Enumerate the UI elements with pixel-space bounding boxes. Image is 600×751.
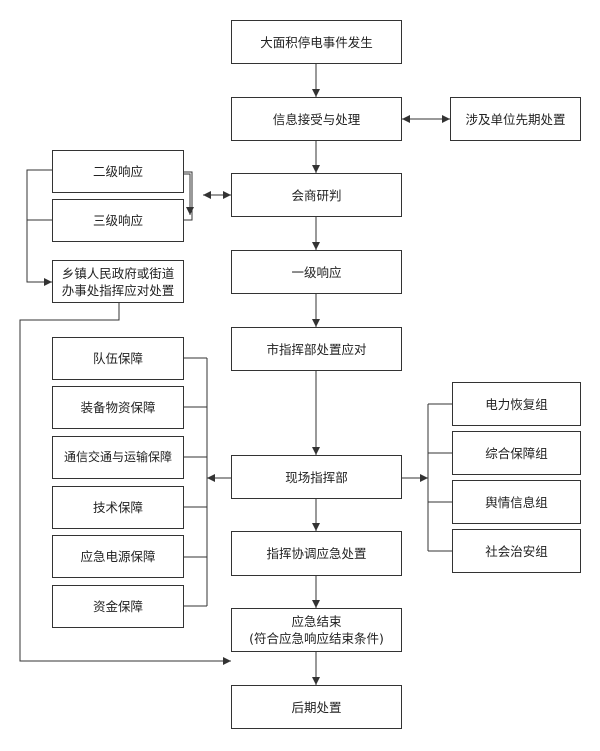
node-level1: 一级响应	[231, 250, 402, 294]
arrow-township-to-end	[19, 303, 231, 665]
node-level3: 三级响应	[52, 199, 184, 242]
work-group-label: 社会治安组	[485, 543, 548, 559]
node-township: 乡镇人民政府或街道 办事处指挥应对处置	[52, 260, 184, 303]
work-group-label: 舆情信息组	[485, 494, 548, 510]
support-group-item: 装备物资保障	[52, 386, 184, 429]
node-event-label: 大面积停电事件发生	[260, 34, 373, 50]
node-end-title: 应急结束	[291, 614, 342, 629]
node-end-condition: (符合应急响应结束条件)	[249, 631, 384, 646]
node-consult-label: 会商研判	[291, 187, 342, 203]
support-group-item: 应急电源保障	[52, 535, 184, 578]
work-group-item: 社会治安组	[452, 529, 581, 573]
node-coordinate-label: 指挥协调应急处置	[266, 546, 367, 561]
support-group-label: 应急电源保障	[80, 549, 156, 564]
connector-level2-to-township	[26, 169, 52, 286]
node-onsite-command-label: 现场指挥部	[285, 469, 348, 485]
work-group-item: 电力恢复组	[452, 382, 581, 426]
node-first-response: 涉及单位先期处置	[450, 97, 581, 141]
support-group-item: 技术保障	[52, 486, 184, 529]
node-township-line2: 办事处指挥应对处置	[61, 282, 175, 298]
node-township-line1: 乡镇人民政府或街道	[61, 265, 175, 281]
node-onsite-command: 现场指挥部	[231, 455, 402, 499]
node-level3-label: 三级响应	[92, 213, 143, 228]
arrow-level2-to-level3	[184, 173, 194, 215]
node-aftermath: 后期处置	[231, 685, 402, 729]
node-city-command-label: 市指挥部处置应对	[266, 341, 367, 357]
node-coordinate: 指挥协调应急处置	[231, 531, 402, 576]
support-group-label: 通信交通与运输保障	[63, 450, 172, 464]
work-group-label: 综合保障组	[485, 445, 548, 461]
support-group-item: 队伍保障	[52, 337, 184, 380]
node-consult: 会商研判	[231, 173, 402, 217]
node-level2-label: 二级响应	[92, 164, 143, 179]
support-group-label: 资金保障	[92, 599, 143, 614]
node-info: 信息接受与处理	[231, 97, 402, 141]
node-first-response-label: 涉及单位先期处置	[465, 111, 566, 127]
work-group-label: 电力恢复组	[485, 396, 548, 412]
node-info-label: 信息接受与处理	[272, 111, 361, 127]
connector-consult-levels	[184, 171, 193, 221]
support-group-label: 队伍保障	[92, 351, 143, 366]
support-group-label: 装备物资保障	[80, 400, 156, 415]
node-city-command: 市指挥部处置应对	[231, 327, 402, 371]
support-group-item: 资金保障	[52, 585, 184, 628]
node-event: 大面积停电事件发生	[231, 20, 402, 64]
work-group-item: 综合保障组	[452, 431, 581, 475]
support-group-label: 技术保障	[92, 500, 143, 515]
work-group-item: 舆情信息组	[452, 480, 581, 524]
node-end: 应急结束 (符合应急响应结束条件)	[231, 608, 402, 652]
node-level2: 二级响应	[52, 150, 184, 193]
node-level1-label: 一级响应	[291, 264, 342, 280]
node-aftermath-label: 后期处置	[291, 699, 342, 715]
support-group-item: 通信交通与运输保障	[52, 436, 184, 479]
